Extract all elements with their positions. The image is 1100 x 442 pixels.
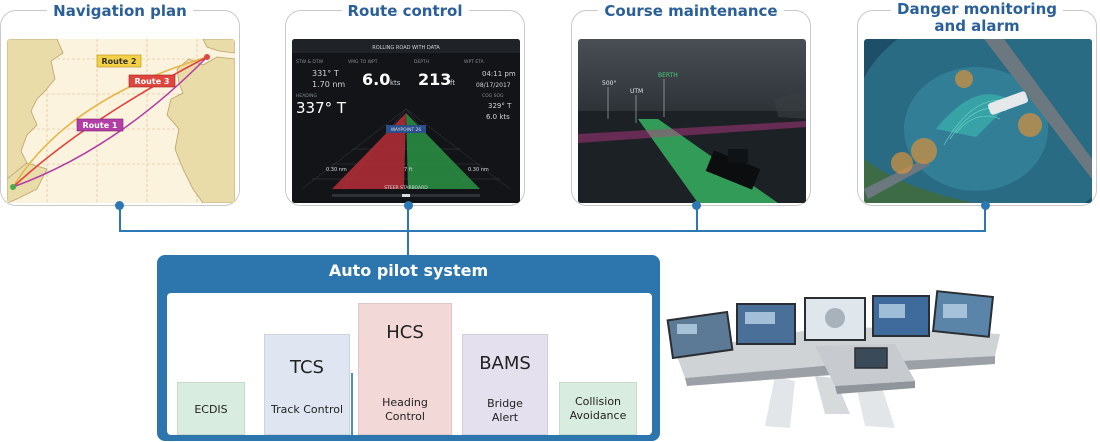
module-collision-name-line2: Avoidance	[569, 409, 627, 422]
module-bams: BAMS Bridge Alert	[462, 334, 548, 435]
vmg-unit: kts	[390, 79, 401, 87]
route-control-display: ROLLING ROAD WITH DATA STW & DTW VMG TO …	[292, 39, 520, 203]
module-hcs: HCS Heading Control	[358, 303, 452, 435]
module-tcs-name: Track Control	[270, 403, 344, 416]
ar-label-3: BERTH	[658, 72, 678, 79]
col-vmg: VMG TO WPT	[348, 59, 378, 65]
autopilot-display-icon: ROLLING ROAD WITH DATA STW & DTW VMG TO …	[292, 39, 520, 203]
stw-value: 331° T	[312, 69, 339, 78]
node-course	[692, 201, 701, 210]
module-collision-name-line1: Collision	[574, 395, 622, 408]
ar-label-2: UTM	[630, 88, 643, 95]
panel-title-course-maintenance: Course maintenance	[598, 2, 784, 20]
autopilot-title: Auto pilot system	[328, 261, 489, 280]
panel-title-danger-monitoring-line2: and alarm	[928, 17, 1026, 35]
panel-danger-monitoring: Danger monitoring and alarm	[857, 0, 1097, 206]
panel-title-danger-monitoring-line1: Danger monitoring	[891, 0, 1063, 18]
connector-nav	[119, 205, 121, 231]
module-ecdis: ECDIS	[177, 382, 245, 435]
steer-label: STEER STARBOARD	[384, 185, 428, 191]
module-hcs-name-line1: Heading	[382, 396, 428, 409]
cog-value: 329° T	[488, 102, 512, 110]
module-tcs: TCS Track Control	[264, 334, 350, 435]
display-header: ROLLING ROAD WITH DATA	[372, 45, 440, 51]
vmg-value: 6.0	[362, 70, 390, 89]
panel-title-route-control: Route control	[341, 2, 469, 20]
dtw-value: 1.70 nm	[312, 80, 345, 89]
panel-course-maintenance: Course maintenance 500° UTM BERTH	[571, 2, 811, 206]
module-bams-name-line1: Bridge	[487, 397, 523, 410]
ar-navigation-icon: 500° UTM BERTH	[578, 39, 806, 203]
col-wpt-eta: WPT ETA	[464, 59, 485, 65]
radar-monitoring-icon	[864, 39, 1092, 203]
module-bams-abbr: BAMS	[479, 353, 531, 374]
connector-course	[696, 205, 698, 231]
module-hcs-name-line2: Control	[385, 410, 425, 423]
bridge-console-icon	[666, 290, 1000, 428]
left-scale: 0.30 nm	[326, 167, 347, 173]
waypoint-label: WAYPOINT 26	[391, 127, 422, 133]
module-collision: Collision Avoidance	[559, 382, 637, 435]
module-bams-name-line2: Alert	[491, 411, 519, 424]
connector-danger	[984, 205, 986, 231]
sog-value: 6.0 kts	[486, 113, 510, 121]
right-scale: 0.30 nm	[468, 167, 489, 173]
connector-bus	[119, 230, 986, 232]
route-3-label: Route 3	[135, 77, 170, 86]
node-nav	[115, 201, 124, 210]
route-map-image: Route 2 Route 3 Route 1	[7, 39, 235, 203]
autopilot-system-box: Auto pilot system ECDIS TCS Track Contro…	[157, 255, 660, 441]
module-divider	[351, 373, 353, 435]
ar-navigation-image: 500° UTM BERTH	[578, 39, 806, 203]
heading-value: 337° T	[296, 99, 347, 117]
radar-monitoring-image	[864, 39, 1092, 203]
panel-navigation-plan: Navigation plan Route 2	[0, 2, 240, 206]
center-scale: 7 ft	[404, 167, 412, 173]
route-2-label: Route 2	[102, 57, 137, 66]
depth-unit: ft	[450, 79, 455, 87]
module-tcs-abbr: TCS	[290, 357, 324, 378]
eta-date: 08/17/2017	[476, 82, 511, 89]
autopilot-modules: ECDIS TCS Track Control HCS Heading Cont…	[167, 293, 652, 435]
eta-time: 04:11 pm	[482, 70, 516, 78]
node-danger	[981, 201, 990, 210]
col-depth: DEPTH	[414, 59, 429, 65]
route-1-label: Route 1	[83, 121, 118, 130]
heading-label: HEADING	[296, 93, 317, 99]
node-route	[404, 201, 413, 210]
module-ecdis-name: ECDIS	[194, 403, 228, 416]
panel-title-navigation-plan: Navigation plan	[47, 2, 193, 20]
depth-value: 213	[418, 70, 451, 89]
ar-label-1: 500°	[602, 80, 616, 87]
cog-sog-label: COG SOG	[482, 93, 504, 99]
col-stw-dtw: STW & DTW	[296, 59, 324, 65]
panel-route-control: Route control ROLLING ROAD WITH DATA STW…	[285, 2, 525, 206]
route-map-icon: Route 2 Route 3 Route 1	[7, 39, 235, 203]
module-hcs-abbr: HCS	[386, 322, 424, 343]
